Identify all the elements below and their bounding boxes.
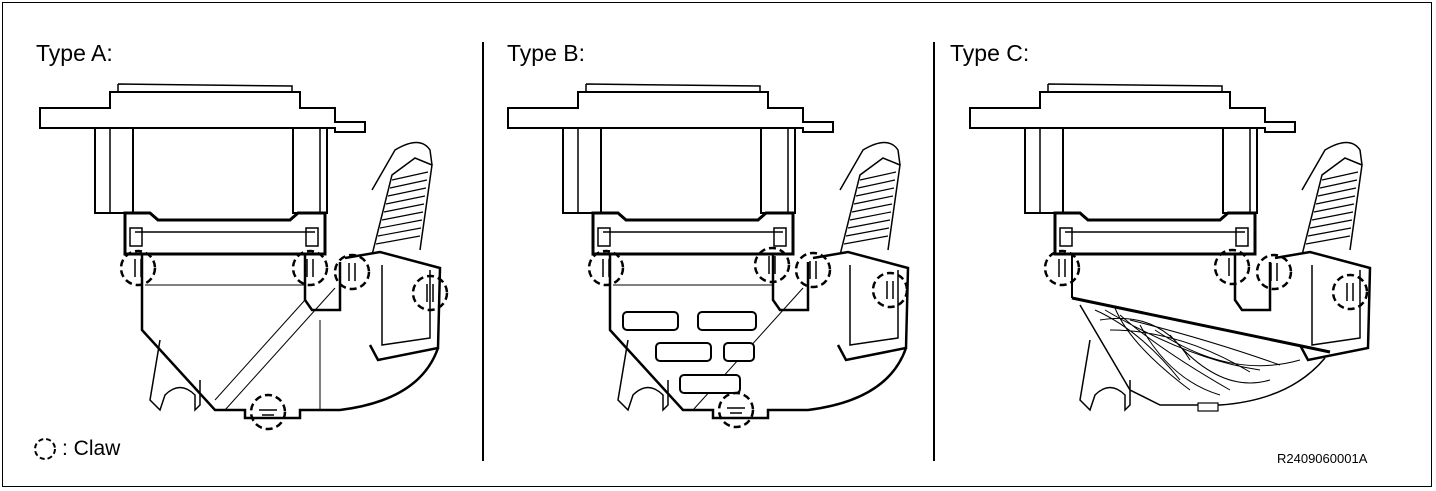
type-a-connector xyxy=(38,82,449,431)
type-b-connector xyxy=(506,82,910,429)
legend: : Claw xyxy=(32,434,120,464)
type-a-label: Type A: xyxy=(36,40,113,66)
figure-code: R2409060001A xyxy=(1277,451,1368,466)
legend-text: : Claw xyxy=(62,437,121,460)
claw-marker-icon xyxy=(34,438,56,460)
type-c-connector xyxy=(968,82,1372,412)
type-b-label: Type B: xyxy=(507,40,585,66)
type-c-label: Type C: xyxy=(950,40,1030,66)
